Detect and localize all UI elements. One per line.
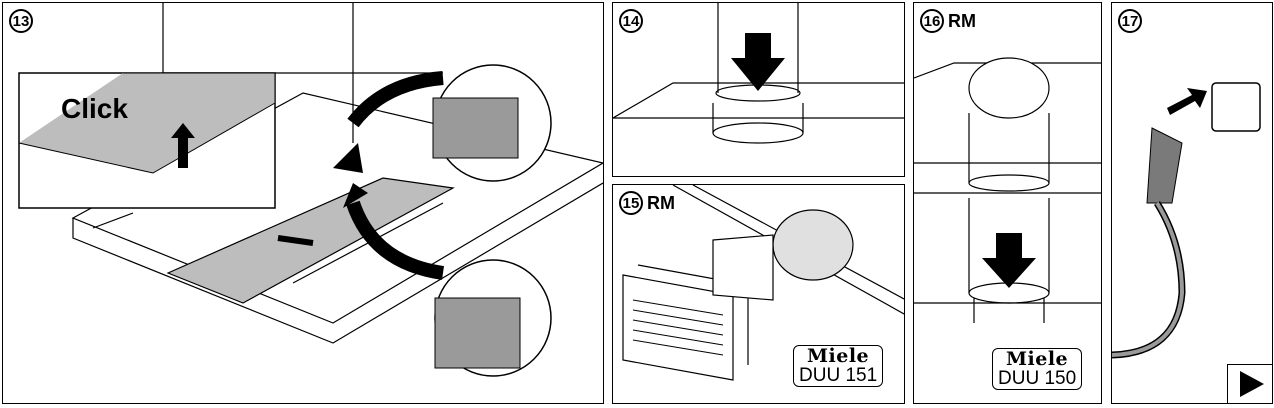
roof-duct-illustration <box>914 57 1101 323</box>
model-number: DUU 151 <box>799 365 878 386</box>
step-16-header: 16 RM <box>920 9 976 33</box>
step-number: 13 <box>9 9 33 33</box>
step-17-header: 17 <box>1118 9 1142 33</box>
step-number: 14 <box>619 9 643 33</box>
model-badge: Miele DUU 150 <box>992 348 1083 390</box>
wall-vent-illustration <box>622 185 904 381</box>
step-number: 15 <box>619 191 643 215</box>
model-badge: Miele DUU 151 <box>793 345 884 387</box>
duct-attach-illustration <box>613 3 904 144</box>
play-triangle-icon <box>1240 371 1264 397</box>
step-13-header: 13 <box>9 9 33 33</box>
step-15-header: 15 RM <box>619 191 675 215</box>
brand-logo: Miele <box>1006 348 1069 370</box>
brand-logo: Miele <box>807 345 870 367</box>
plug-in-illustration <box>1112 82 1261 359</box>
step-16-panel: 16 RM Miele DUU 150 <box>913 2 1102 404</box>
step-14-panel: 14 <box>612 2 905 177</box>
step-15-panel: 15 RM Miele DUU 151 <box>612 184 905 404</box>
model-number: DUU 150 <box>998 368 1077 389</box>
rm-label: RM <box>647 192 675 213</box>
step-number: 17 <box>1118 9 1142 33</box>
step-13-panel: 13 Click <box>2 2 604 404</box>
filter-removal-illustration <box>18 3 603 377</box>
rm-label: RM <box>948 10 976 31</box>
step-17-panel: 17 <box>1111 2 1273 404</box>
next-page-button[interactable] <box>1227 364 1272 403</box>
click-callout: Click <box>61 93 128 124</box>
step-14-header: 14 <box>619 9 643 33</box>
step-number: 16 <box>920 9 944 33</box>
